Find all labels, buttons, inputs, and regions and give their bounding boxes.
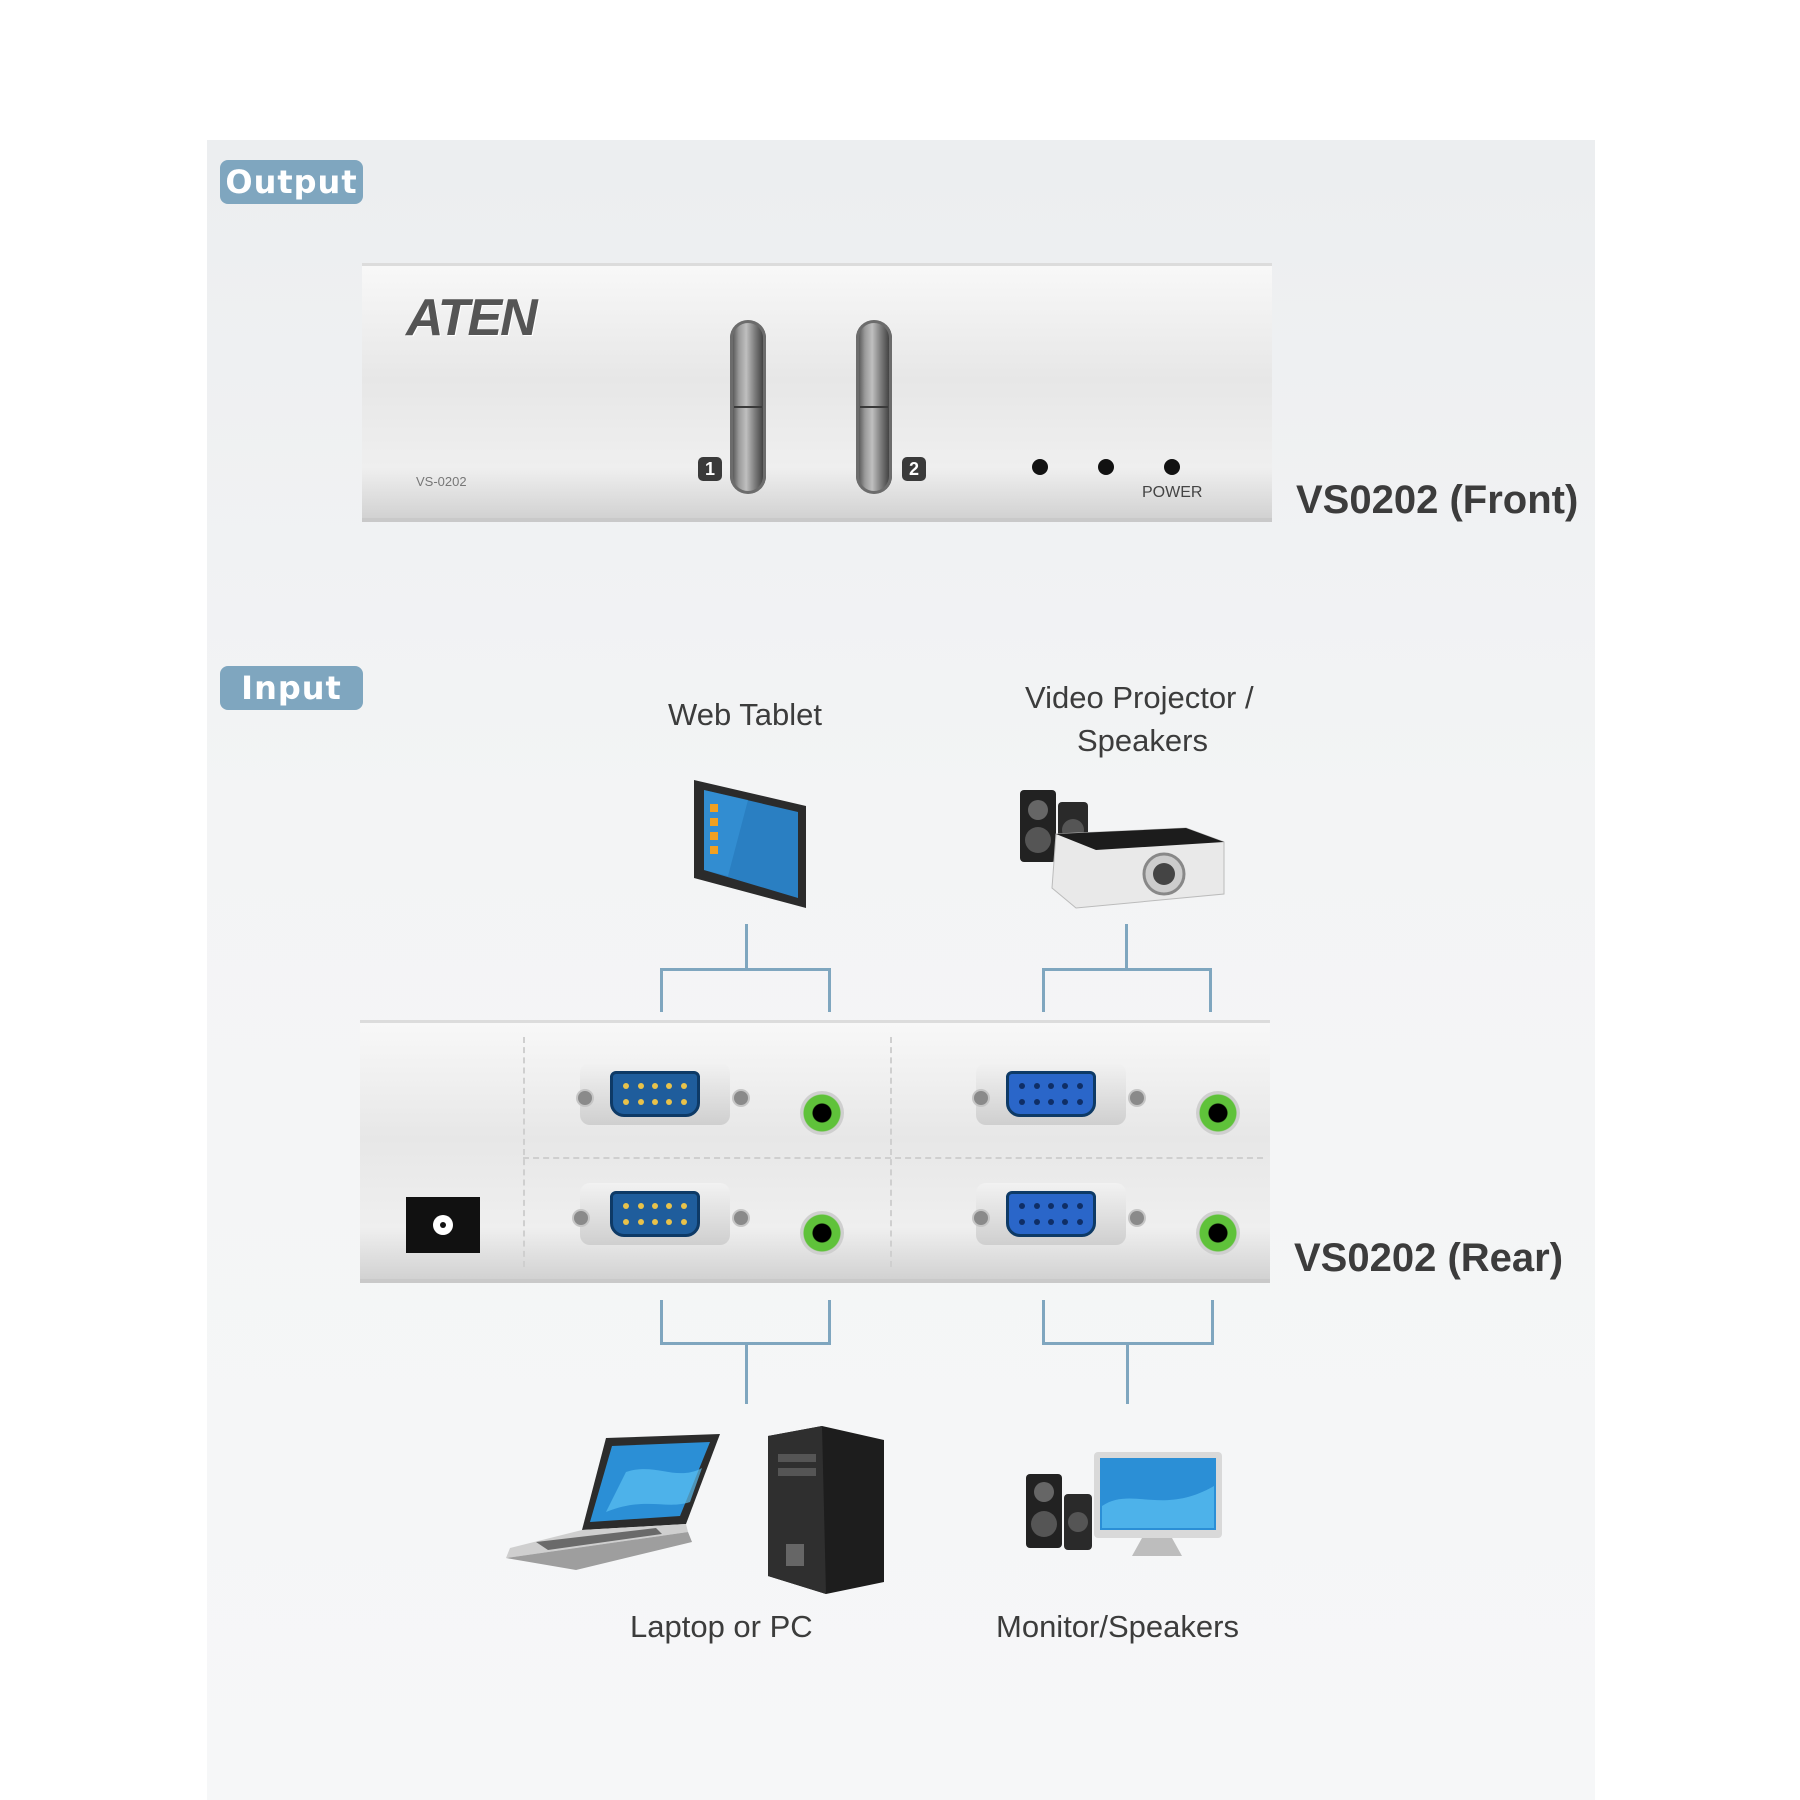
monitor-connector-stem [1126, 1342, 1129, 1404]
port-1-switch[interactable] [730, 320, 766, 494]
projector-speakers-icon [1020, 790, 1225, 909]
tablet-connector-right [828, 968, 831, 1012]
projector-connector-left [1042, 968, 1045, 1012]
power-label: POWER [1142, 484, 1203, 501]
laptop-icon [506, 1434, 720, 1570]
laptop-pc-label: Laptop or PC [630, 1609, 813, 1644]
output-section-label: Output [220, 160, 363, 204]
power-led [1164, 459, 1180, 475]
pc-connector-left [660, 1300, 663, 1344]
screw [578, 1091, 592, 1105]
screw [734, 1091, 748, 1105]
rear-device-panel [360, 1020, 1270, 1283]
projector-connector-right [1209, 968, 1212, 1012]
audio-jack-in-2[interactable] [1196, 1211, 1240, 1255]
vga-port-out-2[interactable] [976, 1063, 1126, 1125]
tablet-connector-left [660, 968, 663, 1012]
projector-connector-stem [1125, 924, 1128, 970]
port-1-badge: 1 [698, 457, 722, 481]
audio-jack-in-1[interactable] [800, 1211, 844, 1255]
desktop-pc-icon [768, 1426, 884, 1594]
screw [1130, 1211, 1144, 1225]
rear-divider-2 [890, 1037, 892, 1267]
front-device-panel: ATEN VS-0202 1 2 POWER [362, 263, 1272, 522]
audio-jack-out-1[interactable] [800, 1091, 844, 1135]
screw [1130, 1091, 1144, 1105]
web-tablet-label: Web Tablet [668, 697, 822, 732]
rear-divider-1 [523, 1037, 525, 1267]
screw [574, 1211, 588, 1225]
input-section-label: Input [220, 666, 363, 710]
front-caption: VS0202 (Front) [1296, 478, 1579, 522]
projector-connector-bar [1042, 968, 1212, 971]
screw [974, 1211, 988, 1225]
rear-caption: VS0202 (Rear) [1294, 1236, 1564, 1280]
power-jack-hole [433, 1215, 453, 1235]
port-2-badge: 2 [902, 457, 926, 481]
projector-label-line2: Speakers [1077, 723, 1208, 758]
screw [974, 1091, 988, 1105]
vga-port-in-1[interactable] [580, 1183, 730, 1245]
screw [734, 1211, 748, 1225]
model-small-label: VS-0202 [416, 474, 467, 489]
rear-divider-h [523, 1157, 1263, 1159]
pc-connector-right [828, 1300, 831, 1344]
port-2-switch[interactable] [856, 320, 892, 494]
monitor-connector-left [1042, 1300, 1045, 1344]
power-jack[interactable] [406, 1197, 480, 1253]
monitor-speakers-label: Monitor/Speakers [996, 1609, 1239, 1644]
tablet-connector-stem [745, 924, 748, 970]
projector-label-line1: Video Projector / [1025, 680, 1254, 715]
web-tablet-icon [694, 780, 806, 908]
monitor-connector-right [1211, 1300, 1214, 1344]
audio-jack-out-2[interactable] [1196, 1091, 1240, 1135]
pc-connector-stem [745, 1342, 748, 1404]
monitor-speakers-icon [1026, 1452, 1222, 1556]
vga-port-in-2[interactable] [976, 1183, 1126, 1245]
led-1 [1032, 459, 1048, 475]
led-2 [1098, 459, 1114, 475]
vga-port-out-1[interactable] [580, 1063, 730, 1125]
aten-logo: ATEN [406, 289, 538, 347]
tablet-connector-bar [660, 968, 830, 971]
